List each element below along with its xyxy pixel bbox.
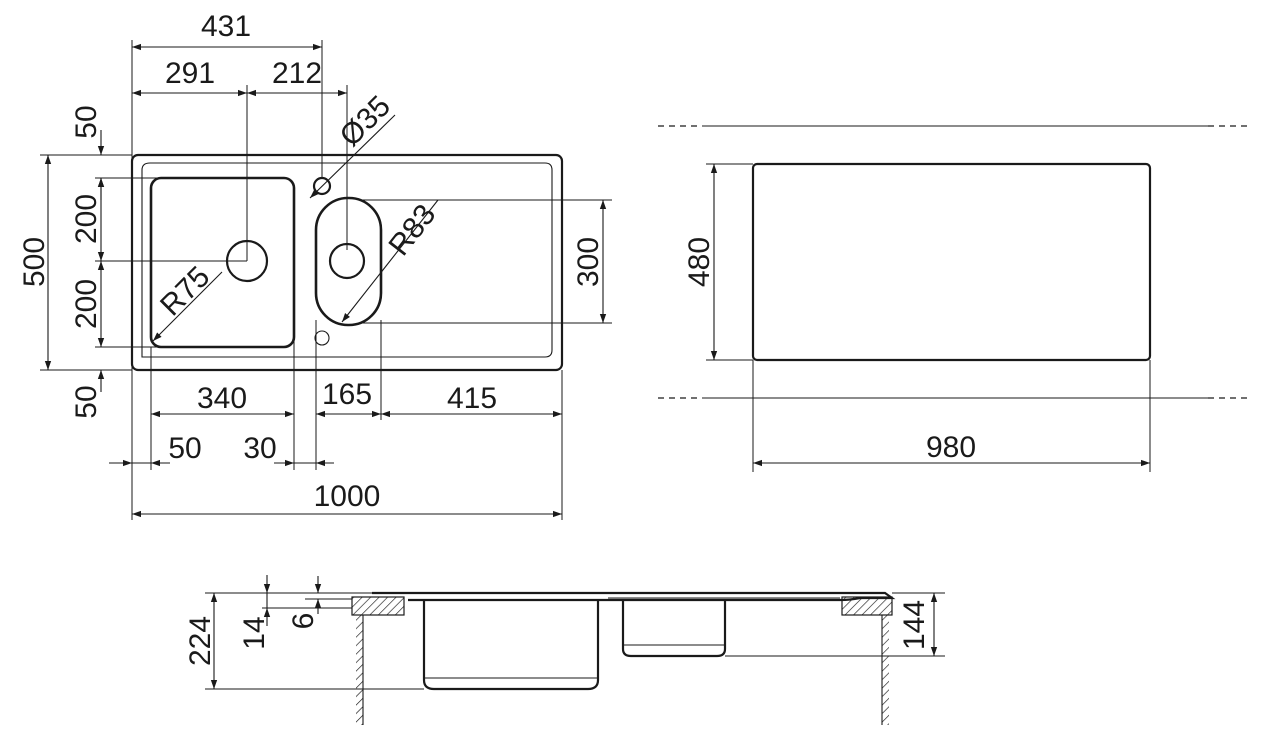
- overflow-hole: [314, 330, 330, 346]
- dim-500: 500: [18, 237, 51, 287]
- dim-300: 300: [572, 237, 605, 287]
- dim-291: 291: [165, 57, 215, 90]
- section-small-bowl: [621, 600, 727, 658]
- extension-lines: [40, 40, 612, 520]
- dim-415: 415: [447, 382, 497, 415]
- dim-980: 980: [926, 431, 976, 464]
- dim-224: 224: [184, 616, 217, 666]
- dim-50-top: 50: [70, 105, 103, 138]
- small-bowl: [314, 196, 383, 327]
- dim-r83: R83: [383, 198, 443, 262]
- dim-431: 431: [201, 10, 251, 43]
- dim-480: 480: [683, 237, 716, 287]
- dim-14: 14: [238, 616, 271, 649]
- section-view: 224 14 6 144: [184, 575, 945, 725]
- sink-flange: [372, 591, 896, 602]
- dim-30: 30: [243, 432, 276, 465]
- cabinet-wall-right: [882, 615, 889, 725]
- top-view: 431 291 212 Ø35 50 200 200 50 500 R75 R8…: [18, 10, 612, 520]
- dim-50-bottom: 50: [70, 385, 103, 418]
- section-large-bowl: [422, 600, 600, 691]
- dim-212: 212: [272, 57, 322, 90]
- cabinet-wall-left: [356, 615, 363, 725]
- dim-diameter-35: Ø35: [334, 90, 397, 153]
- dim-50-left: 50: [168, 432, 201, 465]
- dim-6: 6: [287, 613, 320, 630]
- dim-200-upper: 200: [70, 194, 103, 244]
- dim-1000: 1000: [314, 480, 381, 513]
- dim-340: 340: [197, 382, 247, 415]
- dim-144: 144: [898, 600, 931, 650]
- drainer-rim: [141, 162, 553, 358]
- cutout-view: 480 980: [658, 125, 1252, 472]
- worktop-left: [351, 596, 405, 616]
- dim-165: 165: [322, 378, 372, 411]
- large-bowl: [149, 176, 296, 349]
- dim-200-lower: 200: [70, 279, 103, 329]
- cutout-rectangle: [751, 162, 1152, 362]
- dim-r75: R75: [154, 260, 216, 322]
